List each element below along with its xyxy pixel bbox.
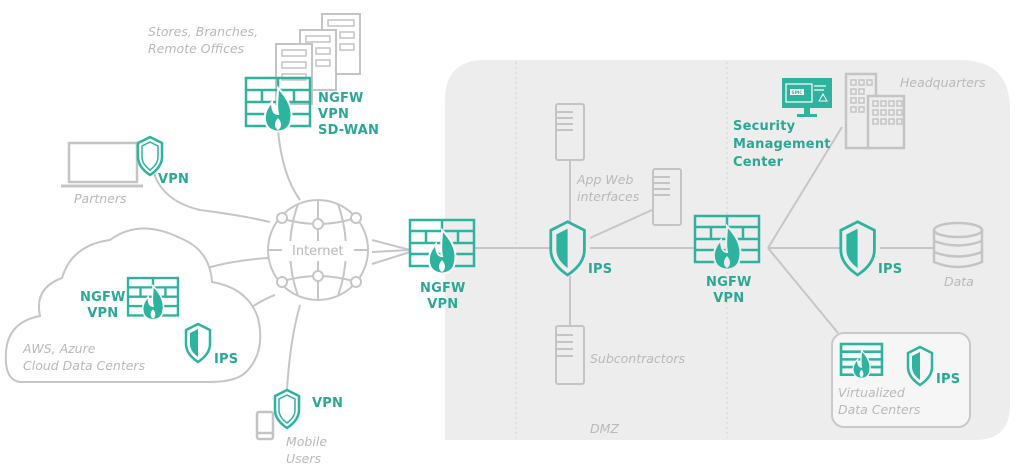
firewall-icon-virtual bbox=[839, 342, 884, 379]
database-icon bbox=[932, 221, 984, 269]
shield-icon-partners bbox=[136, 135, 164, 177]
link-internet-fw-1 bbox=[371, 239, 411, 251]
shield-icon-dmz-ips bbox=[549, 220, 586, 277]
laptop-icon bbox=[61, 141, 143, 188]
globe-label-bg bbox=[286, 241, 352, 261]
label-branches: Stores, Branches, Remote Offices bbox=[148, 24, 259, 56]
shield-icon-cloud-ips bbox=[184, 322, 212, 364]
tag-mobile-vpn: VPN bbox=[312, 396, 344, 411]
server-icon-subcontractors bbox=[555, 325, 585, 385]
label-data: Data bbox=[944, 274, 974, 289]
mobile-icon bbox=[255, 410, 275, 441]
tag-dmz-ips: IPS bbox=[588, 262, 613, 277]
link-ips-server-right bbox=[589, 209, 653, 239]
link-internet-fw-3 bbox=[371, 251, 411, 265]
label-smc: Security Management Center bbox=[733, 119, 831, 170]
tag-branch-services: NGFW VPN SD-WAN bbox=[318, 91, 380, 138]
link-mobile-internet bbox=[286, 304, 301, 391]
link-branch-internet bbox=[277, 129, 301, 201]
connections bbox=[151, 126, 934, 391]
label-subcontractors: Subcontractors bbox=[590, 351, 686, 366]
server-icon-right bbox=[652, 168, 682, 226]
label-internet: Internet bbox=[292, 244, 344, 259]
monitor-icon-smc bbox=[782, 78, 832, 117]
label-app-web: App Web interfaces bbox=[577, 172, 640, 204]
shield-icon-data-ips bbox=[839, 220, 876, 277]
firewall-icon-edge bbox=[408, 218, 476, 275]
building-icon-hq bbox=[844, 72, 906, 150]
link-core-hq bbox=[767, 126, 843, 249]
tag-cloud-ips: IPS bbox=[214, 352, 239, 367]
tag-core-services: NGFW VPN bbox=[706, 275, 752, 306]
shield-icon-mobile bbox=[273, 388, 301, 430]
link-core-virtual bbox=[767, 247, 839, 334]
tag-partners-vpn: VPN bbox=[158, 172, 190, 187]
label-mobile: Mobile Users bbox=[286, 434, 328, 466]
firewall-icon-core bbox=[693, 214, 761, 271]
label-headquarters: Headquarters bbox=[900, 75, 986, 90]
firewall-icon-branch bbox=[244, 76, 312, 133]
tag-edge-services: NGFW VPN bbox=[420, 281, 466, 312]
smc-screen-text: SMC bbox=[791, 90, 803, 96]
label-dmz: DMZ bbox=[590, 421, 619, 436]
link-partners-internet bbox=[151, 164, 271, 223]
tag-data-ips: IPS bbox=[878, 262, 903, 277]
label-partners: Partners bbox=[74, 191, 127, 206]
tag-virtual-ips: IPS bbox=[936, 372, 961, 387]
server-icon-top bbox=[555, 103, 585, 161]
firewall-icon-cloud bbox=[126, 276, 180, 321]
link-internet-fw-2 bbox=[371, 249, 411, 253]
label-virtualized: Virtualized Data Centers bbox=[838, 385, 921, 417]
tag-cloud-services: NGFW VPN bbox=[80, 290, 126, 321]
label-cloud: AWS, Azure Cloud Data Centers bbox=[23, 341, 146, 373]
shield-icon-virtual-ips bbox=[906, 345, 934, 387]
